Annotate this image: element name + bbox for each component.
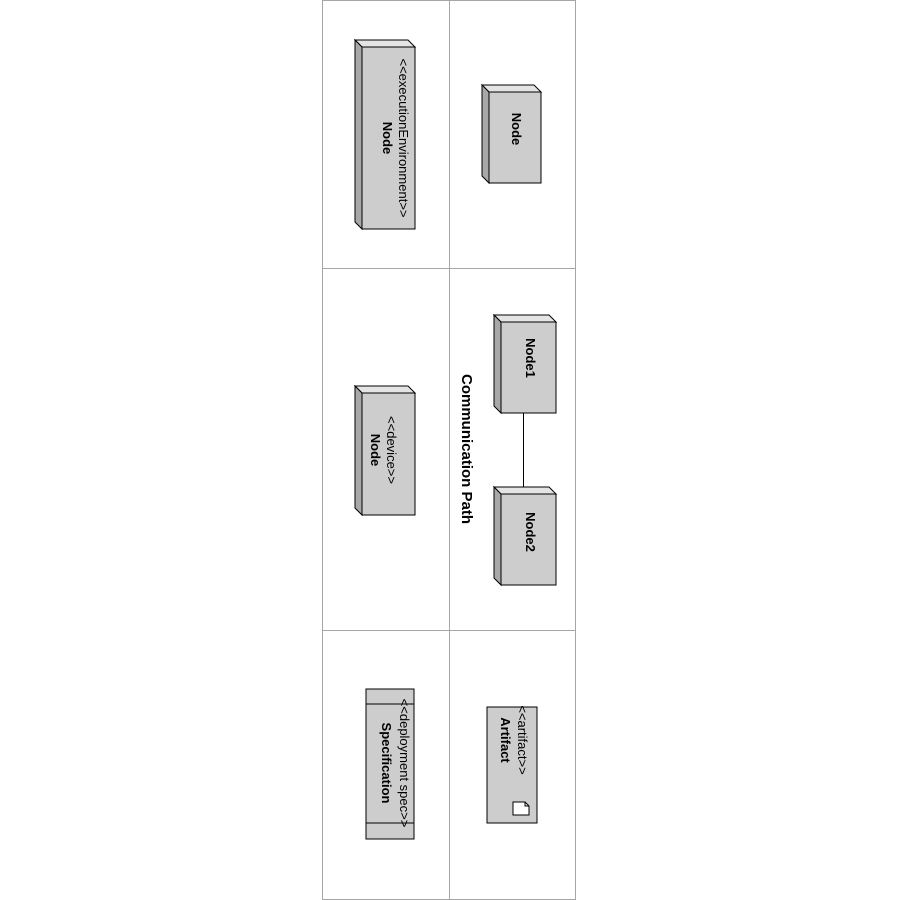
device-node[interactable]: <<device>> Node (353, 384, 417, 517)
deployment-spec[interactable]: <<deployment spec>> Specification (365, 688, 415, 840)
artifact-name: Artifact (498, 717, 513, 763)
communication-path-title-group: Communication Path (458, 374, 475, 524)
artifact-stereotype: <<artifact>> (515, 705, 530, 774)
node2[interactable]: Node2 (492, 485, 558, 587)
node2-name: Node2 (523, 512, 538, 552)
node-name: Node (509, 113, 524, 146)
communication-path-title: Communication Path (458, 374, 475, 524)
node-element[interactable]: Node (480, 83, 543, 185)
node1[interactable]: Node1 (492, 313, 558, 415)
document-icon (512, 801, 530, 816)
device-stereotype: <<device>> (384, 416, 399, 484)
node1-name: Node1 (523, 338, 538, 378)
deployment-spec-name: Specification (379, 723, 394, 804)
execution-environment-stereotype: <<executionEnvironment>> (396, 59, 411, 218)
deployment-spec-stereotype: <<deployment spec>> (397, 699, 412, 828)
device-name: Node (368, 434, 383, 467)
execution-environment-node[interactable]: <<executionEnvironment>> Node (353, 38, 417, 231)
artifact[interactable]: <<artifact>> Artifact (486, 705, 538, 824)
execution-environment-name: Node (380, 122, 395, 155)
